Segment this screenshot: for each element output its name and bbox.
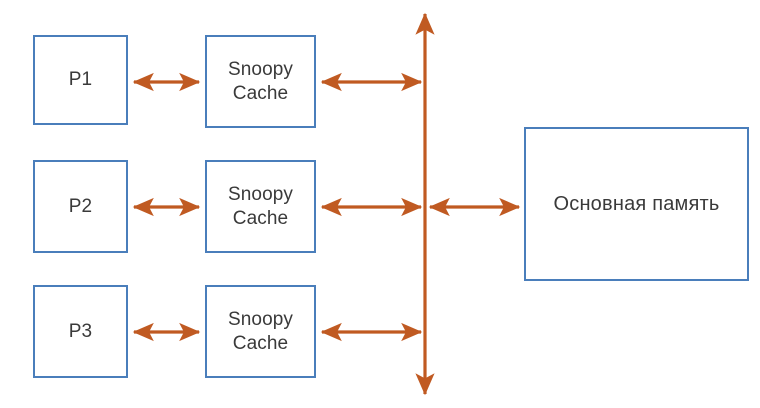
processor-label-p2: P2 [68,195,93,217]
processor-node-p3: P3 [33,285,128,378]
main-memory-label: Основная память [553,192,720,215]
snoopy-cache-node-1: Snoopy Cache [205,35,316,128]
processor-node-p1: P1 [33,35,128,125]
snoopy-cache-label-3: Snoopy Cache [227,309,294,354]
snoopy-cache-label-2: Snoopy Cache [227,184,294,229]
processor-label-p1: P1 [68,69,93,91]
snoopy-cache-node-3: Snoopy Cache [205,285,316,378]
main-memory-node: Основная память [524,127,749,281]
snoopy-cache-node-2: Snoopy Cache [205,160,316,253]
snoopy-cache-label-1: Snoopy Cache [227,59,294,104]
processor-node-p2: P2 [33,160,128,253]
processor-label-p3: P3 [68,320,93,342]
